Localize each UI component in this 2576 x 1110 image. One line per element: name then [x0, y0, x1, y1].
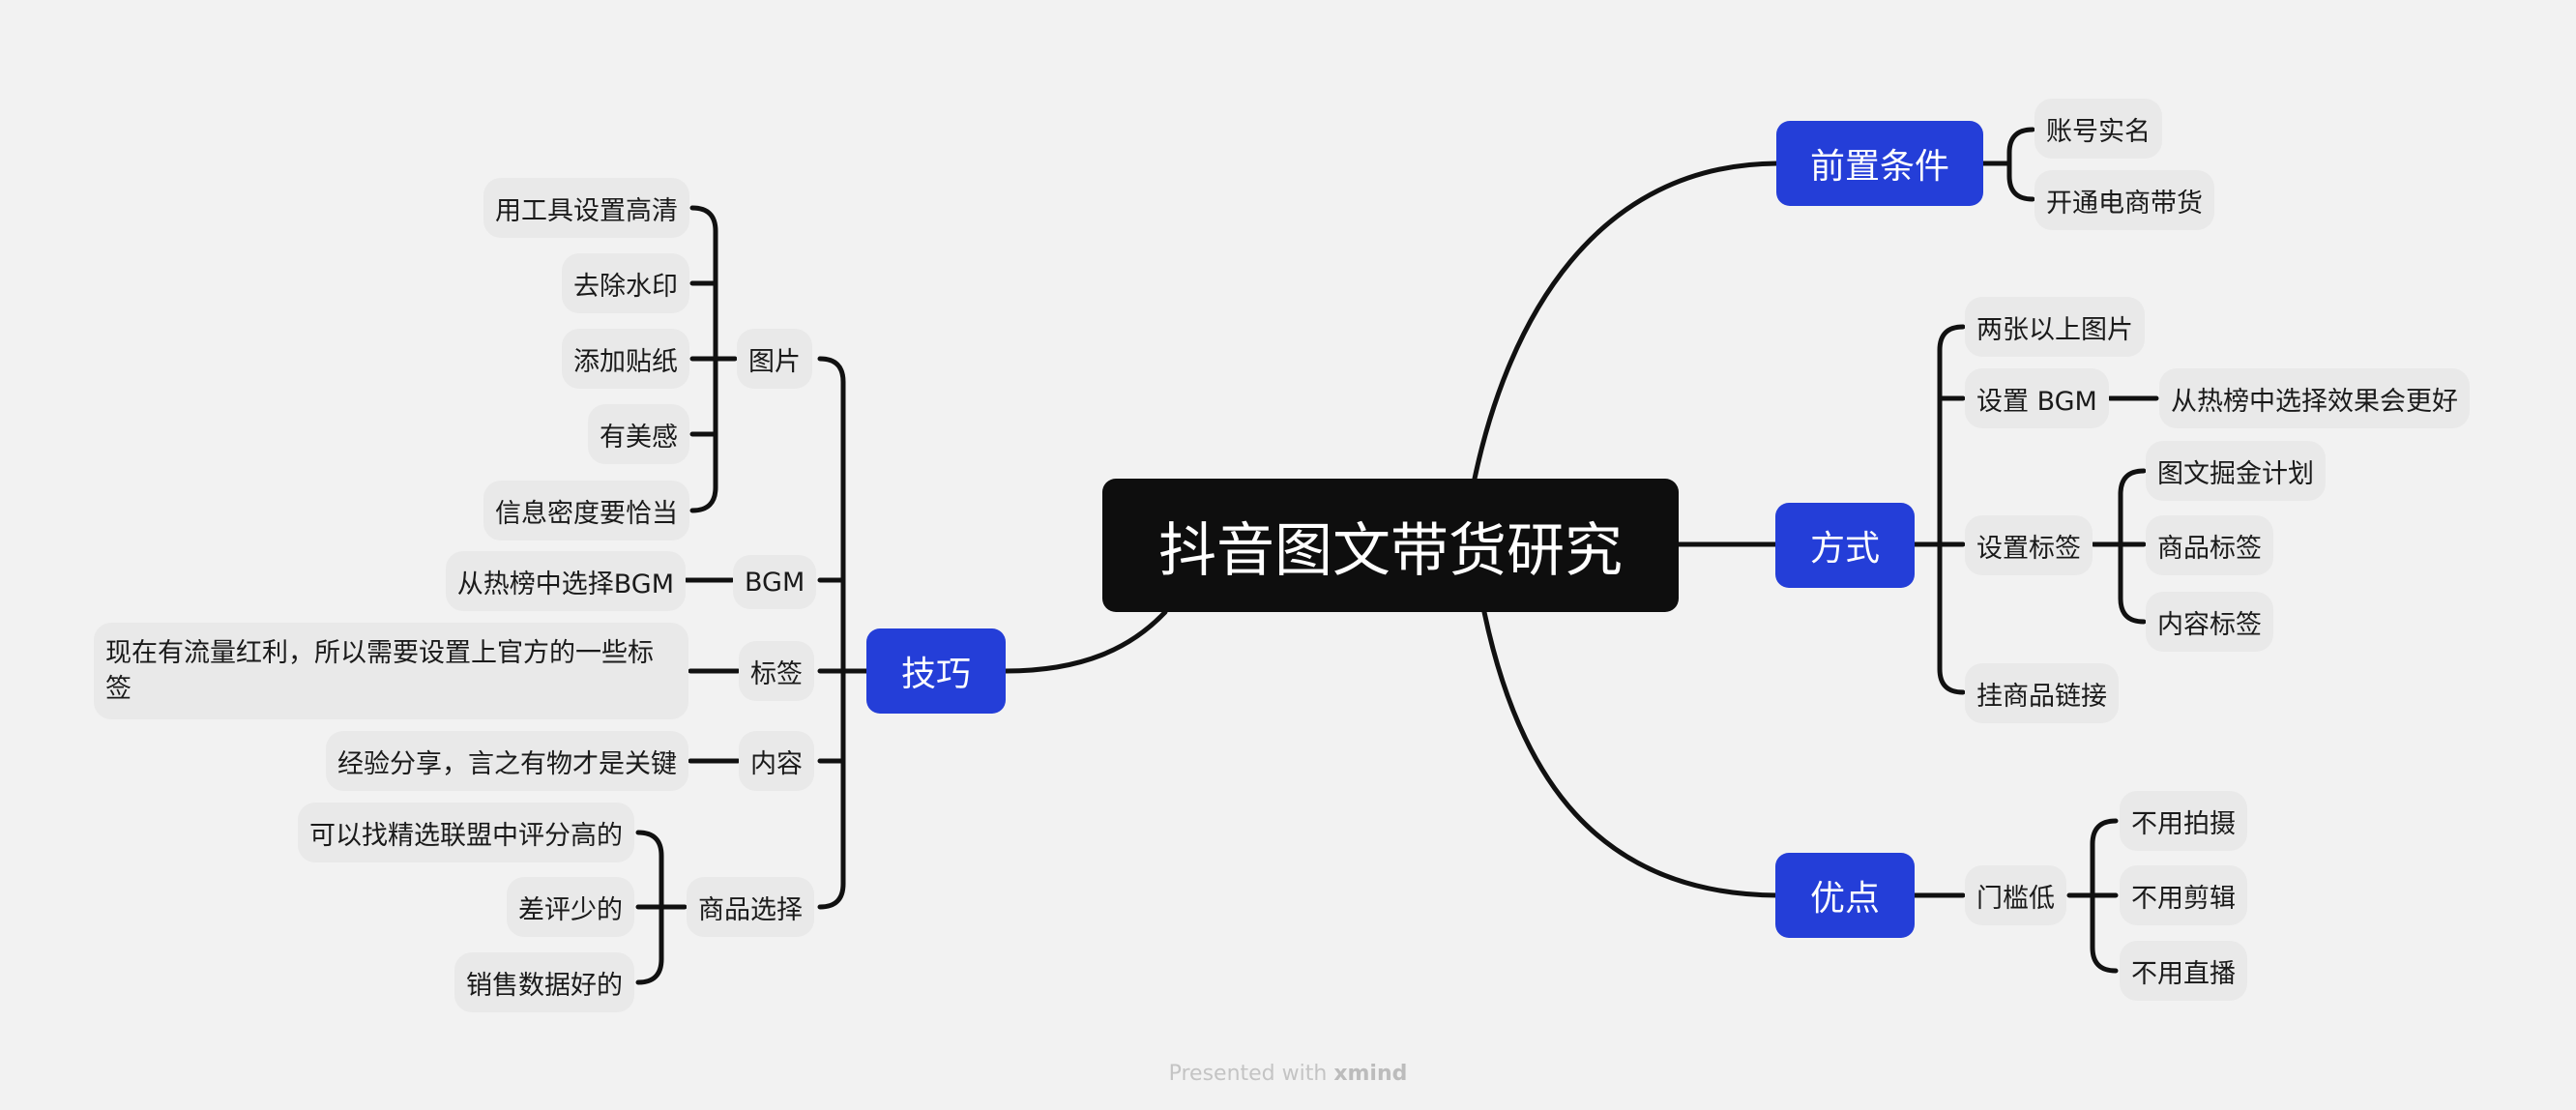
main-topic-label: 技巧: [900, 655, 971, 694]
subtopic-label: 差评少的: [518, 894, 623, 925]
subtopic-few-bad-reviews[interactable]: 差评少的: [507, 877, 634, 937]
subtopic-label: 挂商品链接: [1976, 681, 2107, 712]
subtopic-label: 销售数据好的: [466, 970, 623, 1001]
subtopic-label: 内容标签: [2157, 609, 2262, 640]
main-topic-advantages[interactable]: 优点: [1775, 853, 1915, 938]
subtopic-label: 有美感: [600, 422, 678, 453]
subtopic-label: 图文掘金计划: [2157, 458, 2314, 489]
link-tips-children: [817, 356, 869, 910]
subtopic-set-tags[interactable]: 设置标签: [1965, 515, 2093, 575]
subtopic-two-plus-images[interactable]: 两张以上图片: [1965, 297, 2145, 357]
subtopic-label: 内容: [750, 748, 803, 779]
subtopic-images[interactable]: 图片: [737, 329, 812, 389]
link-root-advantage: [1481, 609, 1780, 898]
xmind-logo-text: xmind: [1333, 1062, 1408, 1086]
link-tag-children: [2091, 468, 2147, 625]
subtopic-label: 可以找精选联盟中评分高的: [309, 820, 623, 851]
subtopic-label: 账号实名: [2046, 116, 2151, 147]
subtopic-label: 设置标签: [1976, 533, 2081, 564]
subtopic-label: 商品选择: [698, 894, 803, 925]
main-topic-label: 优点: [1809, 879, 1880, 919]
subtopic-experience-sharing[interactable]: 经验分享，言之有物才是关键: [326, 731, 688, 791]
link-product-children: [635, 830, 688, 985]
subtopic-bgm-from-hot-list[interactable]: 从热榜中选择BGM: [445, 551, 686, 611]
subtopic-product-selection[interactable]: 商品选择: [687, 877, 814, 937]
subtopic-remove-watermark[interactable]: 去除水印: [562, 253, 689, 313]
link-method-children: [1912, 324, 1966, 695]
subtopic-enable-ecommerce[interactable]: 开通电商带货: [2034, 170, 2214, 230]
main-topic-label: 前置条件: [1809, 147, 1949, 187]
subtopic-label: BGM: [745, 567, 805, 598]
subtopic-set-bgm[interactable]: 设置 BGM: [1965, 368, 2109, 428]
subtopic-real-name[interactable]: 账号实名: [2034, 99, 2162, 159]
subtopic-high-rating[interactable]: 可以找精选联盟中评分高的: [298, 803, 634, 862]
subtopic-hd-tool[interactable]: 用工具设置高清: [483, 178, 689, 238]
subtopic-no-editing[interactable]: 不用剪辑: [2120, 865, 2247, 925]
link-root-tips: [1003, 609, 1168, 674]
footer-watermark: Presented with xmind: [0, 1062, 2576, 1086]
subtopic-label: 图片: [748, 346, 801, 377]
subtopic-label: 不用拍摄: [2131, 808, 2236, 839]
main-topic-method[interactable]: 方式: [1775, 503, 1915, 588]
subtopic-low-threshold[interactable]: 门槛低: [1965, 865, 2066, 925]
subtopic-content[interactable]: 内容: [739, 731, 814, 791]
main-topic-label: 方式: [1809, 529, 1880, 569]
subtopic-label: 设置 BGM: [1976, 386, 2097, 417]
subtopic-label: 信息密度要恰当: [495, 498, 678, 529]
subtopic-add-stickers[interactable]: 添加贴纸: [562, 329, 689, 389]
link-threshold-children: [2066, 818, 2119, 974]
subtopic-label: 两张以上图片: [1976, 314, 2133, 345]
main-topic-tips[interactable]: 技巧: [866, 628, 1006, 714]
subtopic-no-livestream[interactable]: 不用直播: [2120, 941, 2247, 1001]
subtopic-official-tags[interactable]: 现在有流量红利，所以需要设置上官方的一些标签: [94, 623, 688, 719]
subtopic-good-sales[interactable]: 销售数据好的: [454, 952, 634, 1012]
subtopic-label: 经验分享，言之有物才是关键: [337, 748, 677, 779]
subtopic-product-tag[interactable]: 商品标签: [2146, 515, 2273, 575]
subtopic-tuwen-plan[interactable]: 图文掘金计划: [2146, 441, 2326, 501]
subtopic-label: 不用剪辑: [2131, 883, 2236, 914]
subtopic-tags[interactable]: 标签: [739, 641, 814, 701]
subtopic-label: 商品标签: [2157, 533, 2262, 564]
subtopic-label: 不用直播: [2131, 958, 2236, 989]
link-prereq-children: [1979, 127, 2035, 202]
subtopic-aesthetic[interactable]: 有美感: [588, 404, 689, 464]
main-topic-prerequisites[interactable]: 前置条件: [1776, 121, 1983, 206]
subtopic-info-density[interactable]: 信息密度要恰当: [483, 481, 689, 540]
subtopic-bgm-hot-list[interactable]: 从热榜中选择效果会更好: [2159, 368, 2470, 428]
footer-prefix: Presented with: [1168, 1062, 1328, 1086]
subtopic-label: 门槛低: [1976, 883, 2055, 914]
root-topic-label: 抖音图文带货研究: [1158, 516, 1623, 585]
subtopic-product-link[interactable]: 挂商品链接: [1965, 663, 2119, 723]
root-topic[interactable]: 抖音图文带货研究: [1102, 479, 1679, 612]
subtopic-label: 去除水印: [573, 271, 678, 302]
subtopic-label: 开通电商带货: [2046, 188, 2203, 219]
subtopic-content-tag[interactable]: 内容标签: [2146, 592, 2273, 652]
subtopic-label: 从热榜中选择BGM: [456, 569, 674, 599]
subtopic-label: 用工具设置高清: [495, 195, 678, 226]
subtopic-label: 从热榜中选择效果会更好: [2171, 386, 2458, 417]
subtopic-label: 添加贴纸: [573, 346, 678, 377]
subtopic-label: 现在有流量红利，所以需要设置上官方的一些标签: [105, 638, 654, 704]
subtopic-label: 标签: [750, 658, 803, 689]
subtopic-bgm[interactable]: BGM: [733, 555, 817, 609]
link-root-prereq: [1472, 161, 1780, 482]
subtopic-no-shooting[interactable]: 不用拍摄: [2120, 791, 2247, 851]
link-image-children: [689, 205, 738, 513]
